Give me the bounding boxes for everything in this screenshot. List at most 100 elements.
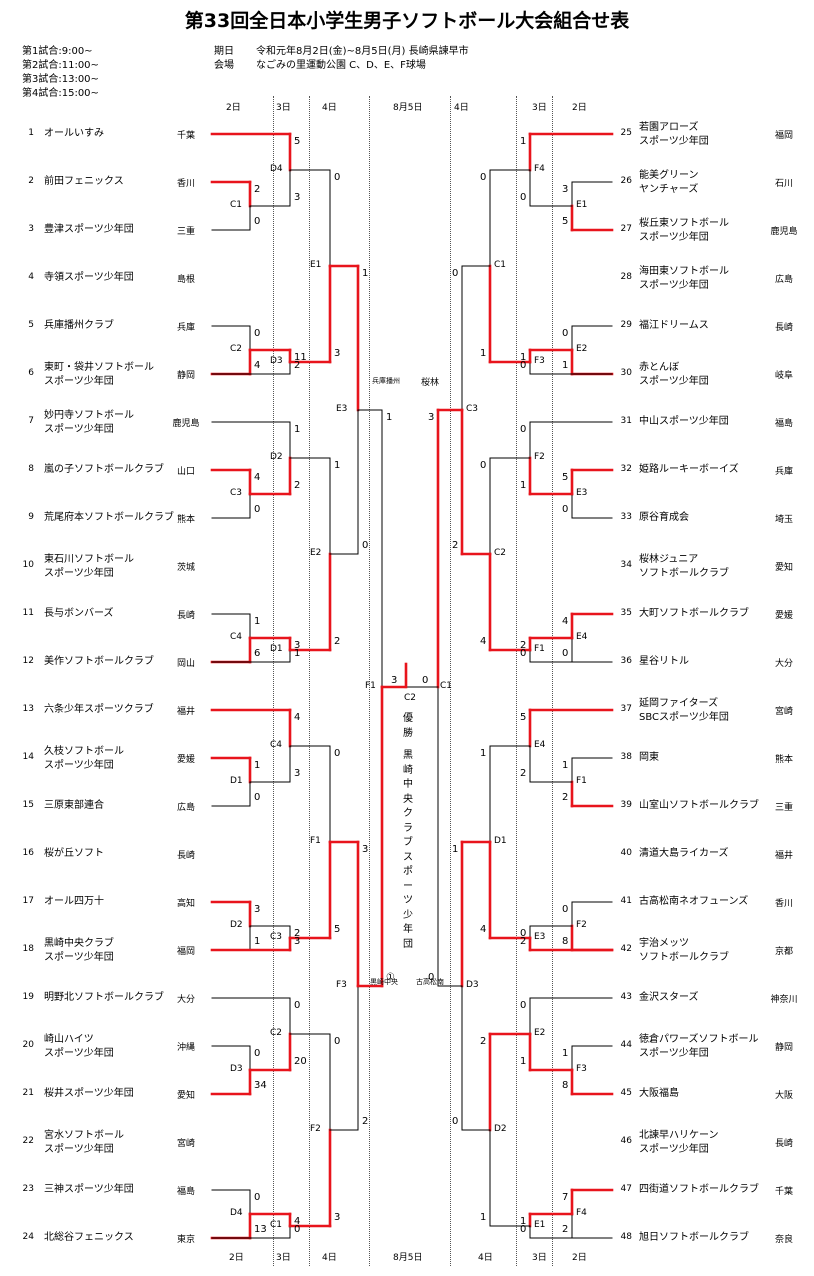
match-score: 3 bbox=[334, 1212, 341, 1223]
match-score: 0 bbox=[480, 172, 487, 183]
team-name: 海田東ソフトボール bbox=[639, 266, 729, 277]
team-prefecture: 大分 bbox=[774, 659, 793, 669]
team-name: 六条少年スポーツクラブ bbox=[44, 704, 154, 715]
team-number: 17 bbox=[22, 896, 34, 906]
final-court-right: C1 bbox=[440, 681, 453, 691]
match-score: 0 bbox=[334, 748, 341, 759]
match-score: 0 bbox=[562, 328, 569, 339]
match-score: 3 bbox=[254, 904, 261, 915]
team-prefecture: 埼玉 bbox=[774, 515, 793, 525]
team-name: スポーツ少年団 bbox=[639, 232, 709, 243]
match-court: D3 bbox=[466, 980, 479, 990]
team-name: スポーツ少年団 bbox=[44, 376, 114, 387]
team-number: 7 bbox=[28, 416, 34, 426]
team-name: 東町・袋井ソフトボール bbox=[44, 362, 154, 373]
match-court: C1 bbox=[230, 200, 243, 210]
match-court: C4 bbox=[230, 632, 243, 642]
team-prefecture: 山口 bbox=[176, 467, 195, 477]
team-number: 6 bbox=[28, 368, 34, 378]
match-score: 1 bbox=[294, 648, 301, 659]
team-number: 48 bbox=[620, 1232, 632, 1242]
team-number: 46 bbox=[620, 1136, 632, 1146]
team-prefecture: 神奈川 bbox=[770, 995, 798, 1005]
team-name: 寺領スポーツ少年団 bbox=[44, 272, 134, 283]
team-name: 徳倉パワーズソフトボール bbox=[639, 1034, 759, 1045]
period-value: 令和元年8月2日(金)~8月5日(月) 長崎県諫早市 bbox=[256, 46, 469, 57]
match-court: F1 bbox=[534, 644, 545, 654]
match-court: C2 bbox=[494, 548, 507, 558]
team-number: 39 bbox=[620, 800, 632, 810]
team-name: 東石川ソフトボール bbox=[44, 554, 134, 565]
match-score: 0 bbox=[362, 540, 369, 551]
match-court: C1 bbox=[270, 1220, 283, 1230]
team-number: 45 bbox=[620, 1088, 632, 1098]
match-court: F2 bbox=[310, 1124, 321, 1134]
day-header: 4日 bbox=[478, 1253, 493, 1263]
match-score: 4 bbox=[254, 472, 261, 483]
team-prefecture: 高知 bbox=[176, 899, 195, 909]
match-score: 5 bbox=[562, 472, 569, 483]
final-score: 0 bbox=[422, 675, 429, 686]
match-court: F4 bbox=[534, 164, 545, 174]
team-number: 21 bbox=[22, 1088, 34, 1098]
day-header: 8月5日 bbox=[393, 1253, 423, 1263]
team-name: 赤とんぼ bbox=[639, 362, 679, 373]
match-score: 1 bbox=[520, 352, 527, 363]
team-prefecture: 三重 bbox=[774, 803, 793, 813]
team-prefecture: 鹿児島 bbox=[770, 227, 798, 237]
team-prefecture: 宮崎 bbox=[774, 707, 793, 717]
day-header: 2日 bbox=[229, 1253, 244, 1263]
match-court: D3 bbox=[230, 1064, 243, 1074]
team-prefecture: 長崎 bbox=[774, 323, 793, 333]
team-name: オールいすみ bbox=[44, 128, 104, 139]
team-number: 8 bbox=[28, 464, 34, 474]
match-score: 1 bbox=[520, 480, 527, 491]
team-name: 宇治メッツ bbox=[639, 938, 689, 949]
team-number: 13 bbox=[22, 704, 34, 714]
team-name: 長与ボンバーズ bbox=[44, 608, 114, 619]
semifinal-team-label: 桜林 bbox=[421, 378, 440, 388]
team-prefecture: 石川 bbox=[774, 179, 793, 189]
match-court: E4 bbox=[534, 740, 546, 750]
team-name: 福江ドリームス bbox=[639, 320, 709, 331]
day-header: 4日 bbox=[454, 103, 469, 113]
team-number: 38 bbox=[620, 752, 632, 762]
match-score: 1 bbox=[294, 424, 301, 435]
team-prefecture: 熊本 bbox=[176, 515, 195, 525]
match-schedule: 第1試合:9:00~ 第2試合:11:00~ 第3試合:13:00~ 第4試合:… bbox=[22, 45, 99, 101]
team-name: 三原東部連合 bbox=[44, 800, 104, 811]
match-court: F4 bbox=[576, 1208, 587, 1218]
match-score: 2 bbox=[452, 540, 459, 551]
team-name: スポーツ少年団 bbox=[44, 568, 114, 579]
match-court: F2 bbox=[534, 452, 545, 462]
team-name: SBCスポーツ少年団 bbox=[639, 712, 729, 723]
team-prefecture: 福井 bbox=[176, 707, 195, 717]
team-number: 16 bbox=[22, 848, 34, 858]
match-score: 0 bbox=[520, 192, 527, 203]
team-number: 10 bbox=[22, 560, 34, 570]
team-name: 明野北ソフトボールクラブ bbox=[44, 992, 164, 1003]
match-score: 1 bbox=[452, 844, 459, 855]
match-score: 4 bbox=[480, 636, 487, 647]
team-prefecture: 兵庫 bbox=[176, 323, 195, 333]
team-name: スポーツ少年団 bbox=[44, 1048, 114, 1059]
team-name: ヤンチャーズ bbox=[639, 184, 699, 195]
team-number: 20 bbox=[22, 1040, 34, 1050]
match-court: D1 bbox=[270, 644, 283, 654]
match-score: 6 bbox=[254, 648, 261, 659]
team-prefecture: 長崎 bbox=[176, 611, 195, 621]
match-score: 0 bbox=[520, 928, 527, 939]
match-score: 2 bbox=[480, 1036, 487, 1047]
team-name: スポーツ少年団 bbox=[639, 280, 709, 291]
match-score: 1 bbox=[562, 1048, 569, 1059]
match-court: C4 bbox=[270, 740, 283, 750]
match-court: E3 bbox=[576, 488, 588, 498]
match-score: 0 bbox=[428, 972, 435, 983]
match-score: ① bbox=[386, 972, 395, 983]
team-prefecture: 宮崎 bbox=[176, 1139, 195, 1149]
team-prefecture: 長崎 bbox=[774, 1139, 793, 1149]
match-score: 2 bbox=[294, 360, 301, 371]
match-score: 0 bbox=[562, 648, 569, 659]
team-prefecture: 奈良 bbox=[774, 1235, 793, 1245]
match-court: C3 bbox=[466, 404, 479, 414]
